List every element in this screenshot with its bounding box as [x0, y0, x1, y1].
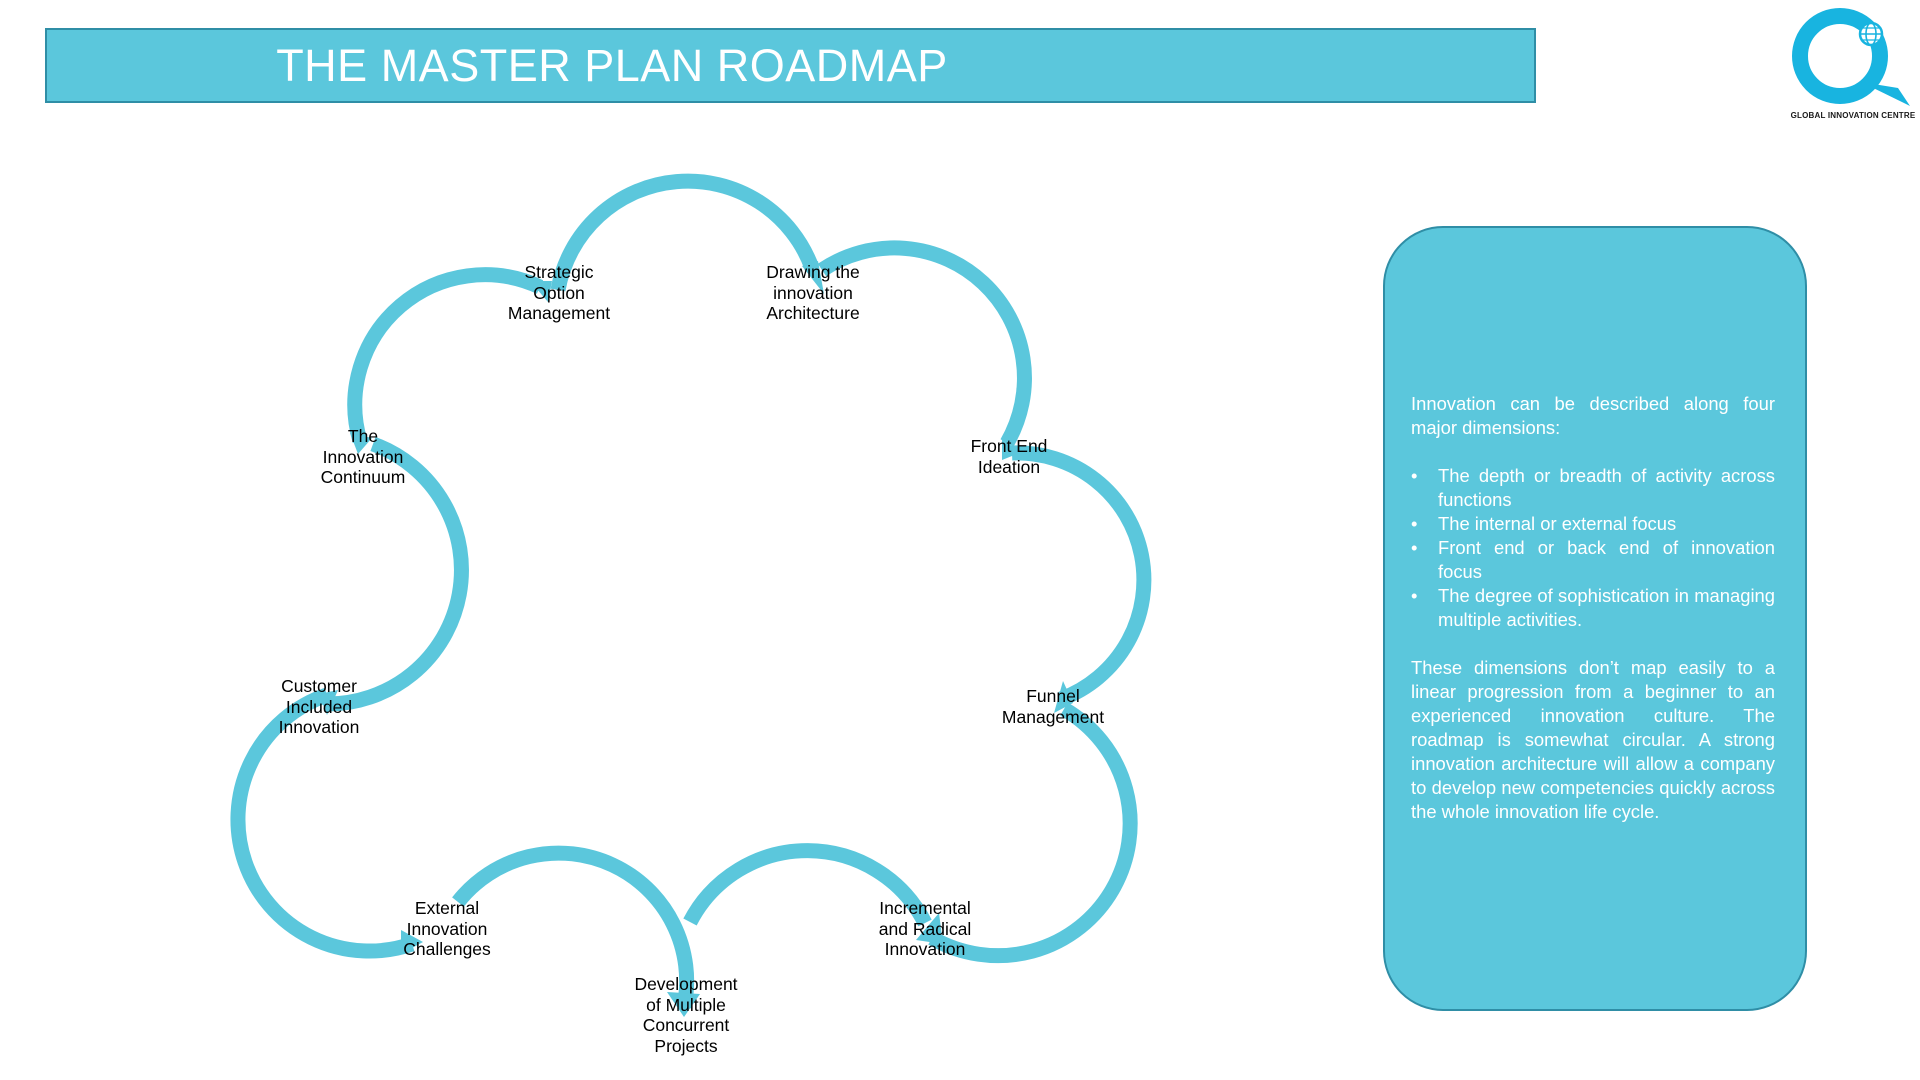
node-front-end-ideation: Front End Ideation	[970, 436, 1048, 477]
bullet-icon: •	[1411, 513, 1418, 534]
node-incremental-radical-innovation: Incremental and Radical Innovation	[878, 898, 972, 959]
arc-incremental-to-development	[683, 843, 932, 927]
arrow-heads	[319, 261, 1073, 1017]
info-content: Innovation can be described along four m…	[1411, 392, 1775, 824]
arc-customer-to-continuum	[324, 436, 469, 712]
arc-strategic-to-drawing	[550, 173, 820, 292]
arrowhead-funnel	[1054, 681, 1073, 713]
bullet-icon: •	[1411, 585, 1418, 606]
title-banner: THE MASTER PLAN ROADMAP	[45, 28, 1536, 103]
info-intro: Innovation can be described along four m…	[1411, 393, 1775, 438]
node-funnel-management: Funnel Management	[1001, 686, 1105, 727]
node-external-innovation-challenges: External Innovation Challenges	[403, 898, 491, 959]
dimension-item: •The degree of sophistication in managin…	[1411, 585, 1775, 630]
dimension-item: •The internal or external focus	[1411, 513, 1677, 534]
bullet-icon: •	[1411, 537, 1418, 558]
arrowhead-incremental	[916, 913, 943, 944]
logo: GLOBAL INNOVATION CENTRE	[1786, 4, 1920, 124]
arc-drawing-to-frontend	[817, 240, 1032, 447]
arrowhead-drawing	[802, 261, 824, 294]
arrowhead-external	[401, 930, 423, 954]
arrowhead-customer	[319, 690, 338, 715]
dimension-item: •The depth or breadth of activity across…	[1411, 465, 1775, 510]
globe-q-logo-icon	[1792, 8, 1910, 106]
arc-funnel-to-incremental	[928, 702, 1138, 964]
arc-development-to-external	[452, 845, 695, 1009]
info-panel: Innovation can be described along four m…	[1383, 226, 1807, 1011]
node-innovation-continuum: The Innovation Continuum	[320, 426, 406, 487]
arc-continuum-to-strategic	[347, 267, 544, 444]
page-title: THE MASTER PLAN ROADMAP	[276, 40, 948, 91]
logo-caption: GLOBAL INNOVATION CENTRE	[1790, 111, 1916, 120]
arc-frontend-to-funnel	[1011, 445, 1152, 707]
info-conclusion: These dimensions don’t map easily to a l…	[1411, 657, 1775, 822]
arrowhead-development	[667, 992, 700, 1017]
arrowhead-continuum	[350, 433, 372, 454]
dimension-item: •Front end or back end of innovation foc…	[1411, 537, 1775, 582]
dimension-list: •The depth or breadth of activity across…	[1411, 464, 1775, 632]
node-development-multiple-projects: Development of Multiple Concurrent Proje…	[634, 974, 738, 1056]
cycle-arrows	[230, 173, 1152, 1009]
node-drawing-innovation-architecture: Drawing the innovation Architecture	[766, 262, 860, 323]
bullet-icon: •	[1411, 465, 1418, 486]
node-customer-included-innovation: Customer Included Innovation	[278, 676, 360, 737]
arrowhead-strategic	[530, 281, 552, 302]
arc-external-to-customer	[230, 687, 415, 959]
arrowhead-frontend	[1002, 440, 1022, 460]
node-strategic-option-management: Strategic Option Management	[507, 262, 611, 323]
